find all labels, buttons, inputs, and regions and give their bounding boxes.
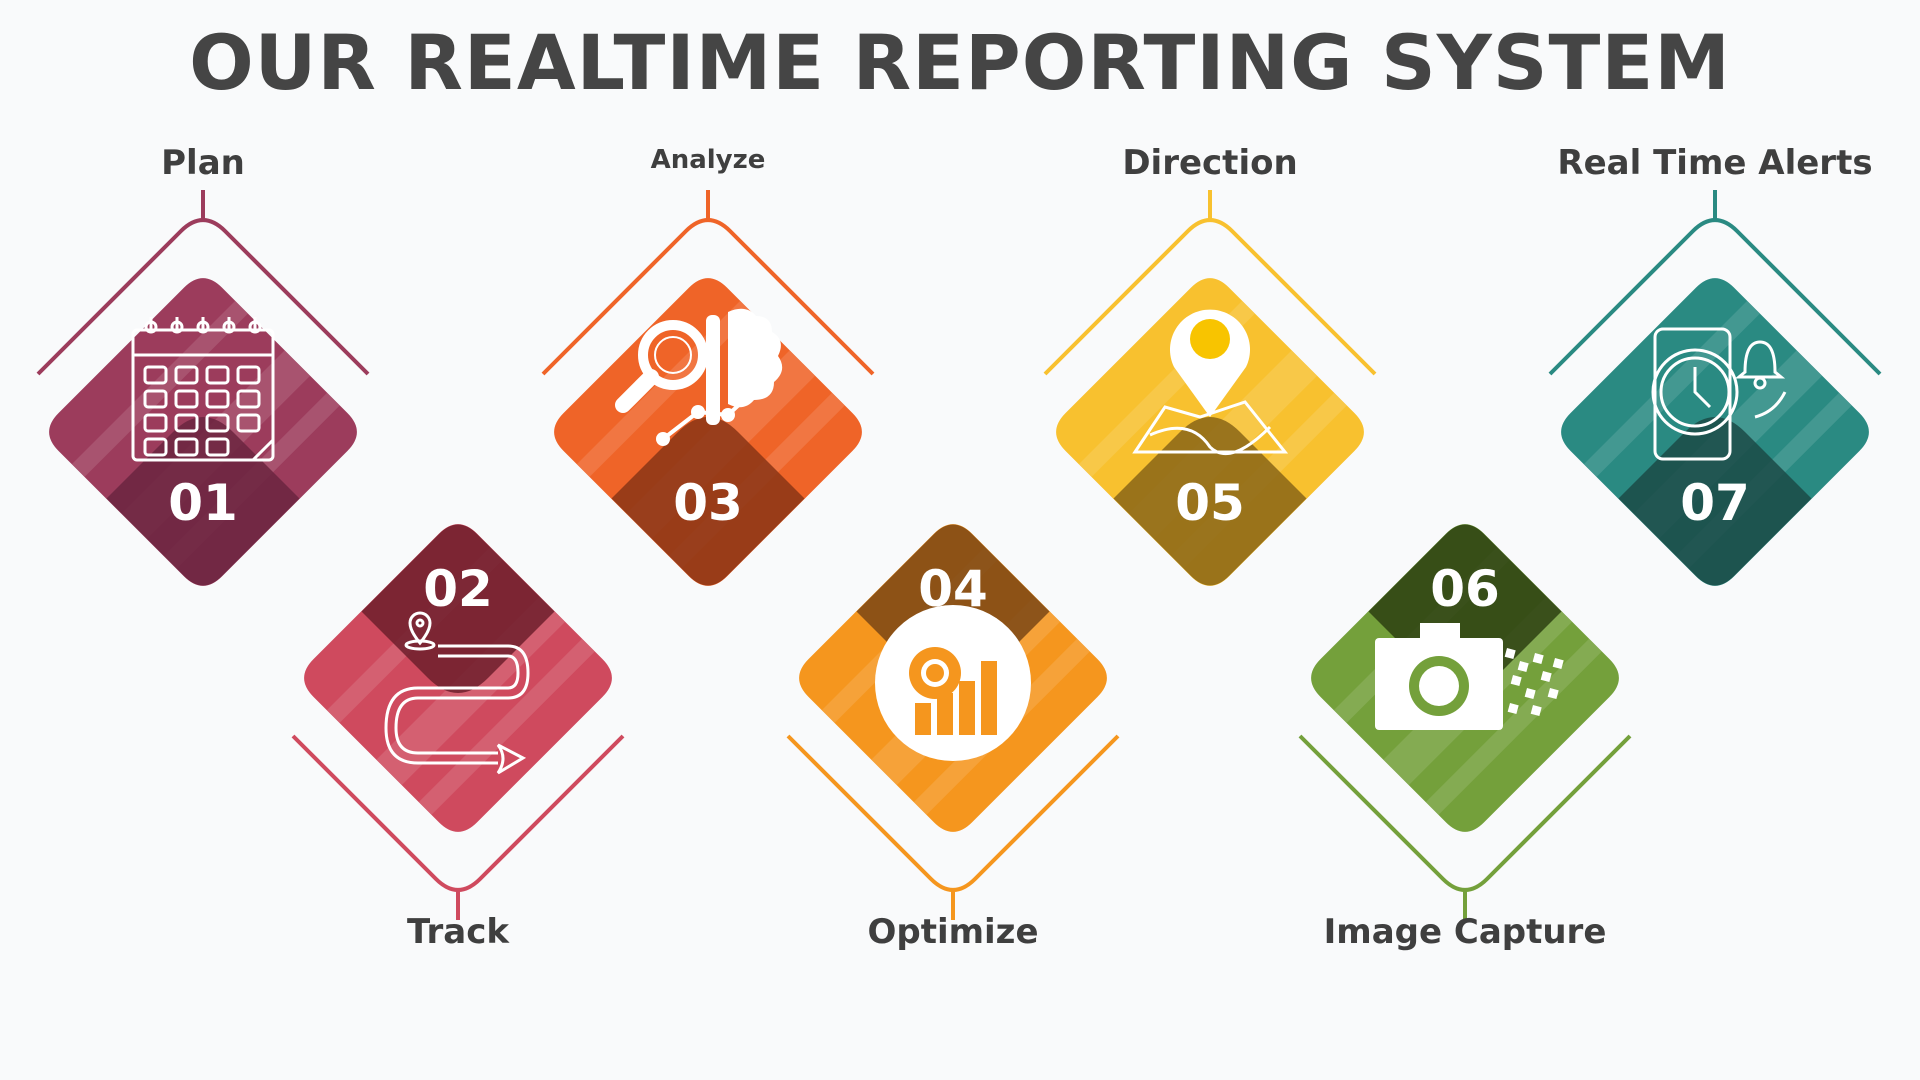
step-number: 07	[1680, 474, 1750, 532]
step-05: 05	[1043, 190, 1377, 586]
step-label: Real Time Alerts	[1557, 143, 1873, 183]
number-badge	[1595, 417, 1835, 586]
step-04: 04	[786, 524, 1120, 920]
optimize-chart-gear-icon	[875, 605, 1031, 761]
number-badge	[83, 417, 323, 586]
number-badge	[588, 417, 828, 586]
step-label: Image Capture	[1323, 912, 1607, 952]
step-label: Plan	[161, 143, 245, 183]
step-06: 06	[1298, 524, 1632, 920]
step-02: 02	[291, 524, 625, 920]
step-07: 07	[1548, 190, 1882, 586]
step-number: 01	[168, 474, 238, 532]
step-label: Track	[407, 912, 509, 952]
number-badge	[1345, 524, 1585, 693]
calendar-icon	[131, 317, 275, 462]
phone-clock-alarm-icon	[1651, 327, 1787, 461]
number-badge	[1090, 417, 1330, 586]
analysis-brain-icon	[615, 308, 783, 446]
step-number: 02	[423, 560, 493, 618]
step-number: 03	[673, 474, 743, 532]
route-icon	[384, 611, 530, 775]
step-label: Analyze	[650, 145, 766, 175]
number-badge	[338, 524, 578, 693]
step-01: 01	[36, 190, 370, 586]
map-pin-icon	[1132, 309, 1289, 456]
step-label: Optimize	[867, 912, 1039, 952]
step-number: 05	[1175, 474, 1245, 532]
step-03: 03	[541, 190, 875, 586]
page-title: OUR REALTIME REPORTING SYSTEM	[189, 18, 1731, 107]
camera-icon	[1375, 623, 1564, 730]
step-number: 06	[1430, 560, 1500, 618]
step-label: Direction	[1122, 143, 1298, 183]
